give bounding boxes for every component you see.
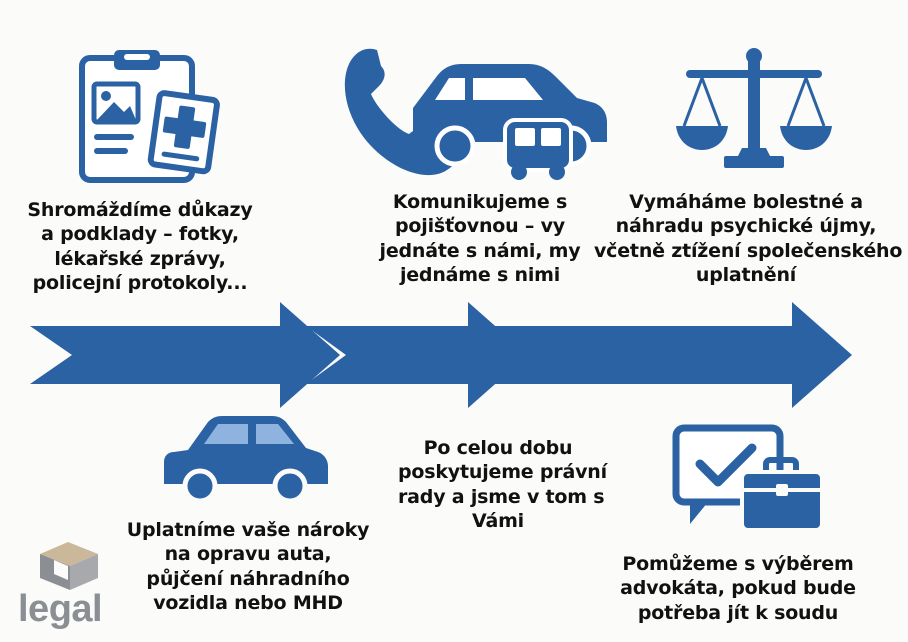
step-advice-line-2: poskytujeme právní — [398, 461, 607, 484]
step-insurance-text: Komunikujeme s pojišťovnou – vy jednáte … — [370, 190, 590, 287]
step-advice-line-4: Vámi — [472, 509, 524, 532]
step-advice-text: Po celou dobu poskytujeme právní rady a … — [398, 436, 607, 533]
brand-logo: legal — [18, 540, 118, 636]
step-insurance-line-4: jednáme s nimi — [399, 263, 561, 286]
step-lawyer-text: Pomůžeme s výběrem advokáta, pokud bude … — [618, 552, 858, 625]
step-evidence-line-4: policejní protokoly... — [32, 271, 248, 294]
step-insurance-line-2: pojišťovnou – vy — [395, 215, 565, 238]
step-advice-line-3: rady a jsme v tom s — [398, 485, 605, 508]
step-advice-line-1: Po celou dobu — [423, 437, 573, 459]
step-compensation-line-3: včetně ztížení společenského — [594, 239, 903, 262]
step-lawyer-line-1: Pomůžeme s výběrem — [622, 553, 854, 575]
phone-car-icon — [325, 42, 615, 182]
step-insurance-line-3: jednáte s námi, my — [379, 239, 581, 262]
step-compensation-line-2: náhradu psychické újmy, — [615, 215, 877, 238]
timeline-arrow-3 — [474, 300, 854, 410]
step-insurance-line-1: Komunikujeme s — [392, 191, 568, 213]
timeline-arrow-2 — [306, 300, 536, 410]
car-icon — [160, 414, 330, 504]
step-evidence-line-1: Shromáždíme důkazy — [27, 199, 253, 221]
step-compensation-line-4: uplatnění — [695, 263, 797, 286]
step-claims-line-1: Uplatníme vaše nároky — [126, 519, 370, 541]
scales-icon — [672, 44, 836, 174]
step-lawyer-line-3: potřeba jít k soudu — [637, 601, 839, 624]
step-lawyer-line-2: advokáta, pokud bude — [620, 577, 856, 600]
step-claims-line-4: vozidla nebo MHD — [153, 591, 343, 614]
clipboard-medical-icon — [72, 48, 222, 188]
step-compensation-line-1: Vymáháme bolestné a — [629, 191, 863, 213]
step-claims-line-2: na opravu auta, — [164, 543, 332, 566]
step-evidence-line-2: a podklady – fotky, — [41, 223, 239, 246]
logo-mark-icon — [40, 542, 98, 590]
step-evidence-line-3: lékařské zprávy, — [54, 247, 226, 270]
logo-text: legal — [18, 588, 103, 630]
step-claims-line-3: půjčení náhradního — [146, 567, 350, 590]
chat-briefcase-icon — [670, 424, 830, 534]
step-evidence-text: Shromáždíme důkazy a podklady – fotky, l… — [20, 198, 260, 295]
step-compensation-text: Vymáháme bolestné a náhradu psychické új… — [594, 190, 903, 287]
step-claims-text: Uplatníme vaše nároky na opravu auta, pů… — [118, 518, 378, 615]
timeline-arrow-1 — [30, 300, 350, 410]
